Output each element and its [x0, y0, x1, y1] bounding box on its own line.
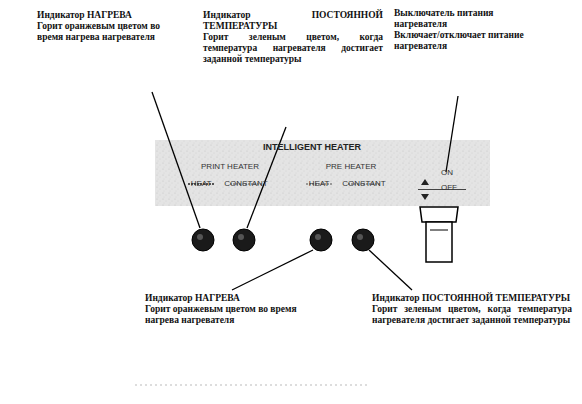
- panel-label: ON: [441, 168, 453, 177]
- callout-heading: Индикатор ПОСТОЯННОЙ ТЕМПЕРАТУРЫ: [372, 293, 572, 304]
- callout-body: Горит оранжевым цветом во время нагрева …: [145, 304, 297, 326]
- up-arrow: [421, 179, 429, 185]
- callout-text: Индикатор НАГРЕВАГорит оранжевым цветом …: [145, 293, 297, 326]
- leader-lines: [152, 92, 458, 290]
- panel-label: HEAT: [191, 179, 212, 188]
- panel-label: OFF: [441, 183, 457, 192]
- callout-body: Горит оранжевым цветом во время нагрева …: [37, 21, 187, 43]
- switch-line: [430, 230, 448, 231]
- panel-label: HEAT: [309, 179, 330, 188]
- panel-label: INTELLIGENT HEATER: [263, 143, 361, 152]
- indicator-lamps: [192, 229, 374, 251]
- callout-text: Индикатор ПОСТОЯННОЙ ТЕМПЕРАТУРЫГорит зе…: [372, 293, 572, 326]
- panel-label: PRINT HEATER: [201, 162, 259, 171]
- switch-body: [426, 222, 452, 262]
- callout-text: Выключатель питания нагревателяВключает/…: [394, 8, 546, 52]
- callout-text: Индикатор НАГРЕВАГорит оранжевым цветом …: [37, 10, 187, 43]
- control-panel: INTELLIGENT HEATER PRINT HEATER HEAT CONSTA…: [155, 140, 490, 206]
- callout-heading: Индикатор ПОСТОЯННОЙ ТЕМПЕРАТУРЫ: [203, 10, 383, 32]
- callout-text: Индикатор ПОСТОЯННОЙ ТЕМПЕРАТУРЫГорит зе…: [203, 10, 383, 65]
- panel-label: CONSTANT: [342, 179, 385, 188]
- callout-body: Горит зеленым цветом, когда температура …: [203, 32, 383, 65]
- callout-heading: Индикатор НАГРЕВА: [145, 293, 297, 304]
- panel-label: PRE HEATER: [326, 162, 377, 171]
- lamp-highlights: [197, 234, 363, 240]
- panel-plate: [155, 140, 490, 206]
- callout-heading: Индикатор НАГРЕВА: [37, 10, 187, 21]
- callout-body: Включает/отключает питание нагревателя: [394, 30, 546, 52]
- callout-heading: Выключатель питания нагревателя: [394, 8, 546, 30]
- dotted-rule: [135, 385, 370, 386]
- down-arrow: [421, 194, 429, 200]
- switch-rocker: [420, 207, 458, 222]
- panel-label: CONSTANT: [224, 179, 267, 188]
- callout-body: Горит зеленым цветом, когда температура …: [372, 304, 572, 326]
